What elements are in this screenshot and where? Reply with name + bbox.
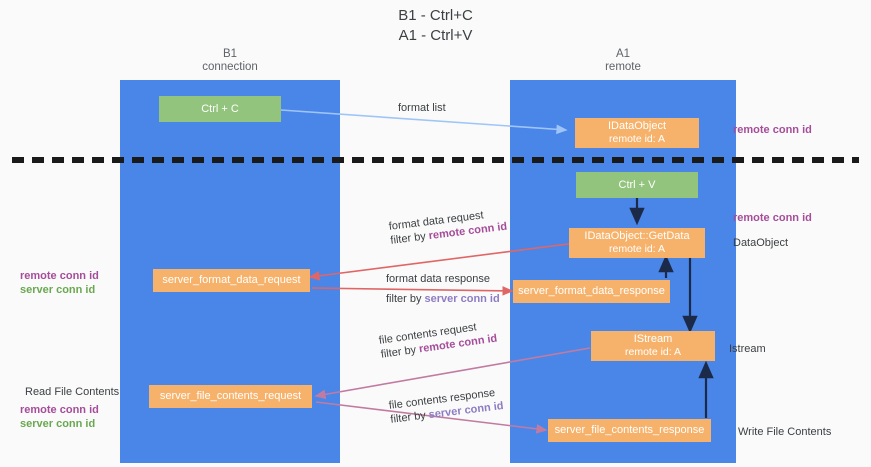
node-idataobject-sublabel: remote id: A [608, 133, 666, 145]
annotation-write-file-contents: Write File Contents [738, 426, 832, 438]
label-format-list-text: format list [398, 102, 446, 114]
node-ctrl-c[interactable]: Ctrl + C [159, 96, 281, 122]
node-ctrl-c-label: Ctrl + C [201, 102, 239, 115]
lane-header-b1-role: connection [202, 61, 258, 73]
filter-prefix: filter by [389, 230, 430, 247]
label-file-contents-request: file contents request filter by remote c… [378, 318, 498, 362]
annotation-istream: Istream [729, 343, 766, 355]
node-idataobject[interactable]: IDataObject remote id: A [575, 118, 699, 148]
annotation-left-low-server-conn-id: server conn id [20, 418, 96, 430]
filter-prefix: filter by [386, 293, 425, 305]
title-line-1: B1 - Ctrl+C [398, 7, 473, 24]
node-server-format-data-request-label: server_format_data_request [162, 274, 301, 286]
label-format-list: format list [398, 101, 446, 115]
node-ctrl-v-label: Ctrl + V [618, 178, 656, 191]
node-server-file-contents-response-label: server_file_contents_response [554, 424, 705, 436]
lane-header-a1-role: remote [605, 61, 641, 73]
label-format-data-response-text: format data response [386, 273, 490, 285]
node-getdata-sublabel: remote id: A [608, 243, 666, 255]
annotation-read-file-contents: Read File Contents [25, 386, 120, 398]
annotation-left-remote-conn-id: remote conn id [20, 270, 99, 282]
annotation-left-low-remote-conn-id: remote conn id [20, 404, 99, 416]
filter-key-server-conn-id: server conn id [424, 293, 500, 305]
annotation-dataobject: DataObject [733, 237, 789, 249]
node-server-file-contents-request-label: server_file_contents_request [159, 390, 302, 402]
node-server-format-data-response[interactable]: server_format_data_response [513, 280, 670, 303]
label-file-contents-response: file contents response filter by server … [388, 385, 504, 427]
node-istream-sublabel: remote id: A [624, 346, 682, 358]
lane-header-a1-name: A1 [615, 48, 631, 60]
node-server-format-data-response-label: server_format_data_response [518, 285, 665, 297]
node-getdata[interactable]: IDataObject::GetData remote id: A [569, 228, 705, 258]
label-format-data-response: format data response filter by server co… [386, 272, 500, 306]
node-istream[interactable]: IStream remote id: A [591, 331, 715, 361]
label-format-data-request: format data request filter by remote con… [388, 206, 508, 248]
lane-header-b1-name: B1 [222, 48, 238, 60]
annotation-left-server-conn-id: server conn id [20, 284, 96, 296]
node-server-format-data-request[interactable]: server_format_data_request [153, 269, 310, 292]
node-ctrl-v[interactable]: Ctrl + V [576, 172, 698, 198]
node-idataobject-label: IDataObject [607, 120, 667, 132]
annotation-right-top-remote-conn-id: remote conn id [733, 124, 812, 136]
page-title: B1 - Ctrl+C A1 - Ctrl+V [0, 6, 871, 46]
node-getdata-label: IDataObject::GetData [584, 230, 690, 242]
filter-prefix: filter by [389, 409, 430, 426]
annotation-right-mid-remote-conn-id: remote conn id [733, 212, 812, 224]
lane-header-a1: A1 remote [510, 48, 736, 74]
title-line-2: A1 - Ctrl+V [398, 27, 473, 44]
phase-divider [12, 157, 859, 163]
lane-header-b1: B1 connection [120, 48, 340, 74]
node-server-file-contents-response[interactable]: server_file_contents_response [548, 419, 711, 442]
filter-prefix: filter by [380, 343, 420, 361]
label-format-data-response-filter: filter by server conn id [386, 292, 500, 306]
node-server-file-contents-request[interactable]: server_file_contents_request [149, 385, 312, 408]
node-istream-label: IStream [633, 333, 673, 345]
